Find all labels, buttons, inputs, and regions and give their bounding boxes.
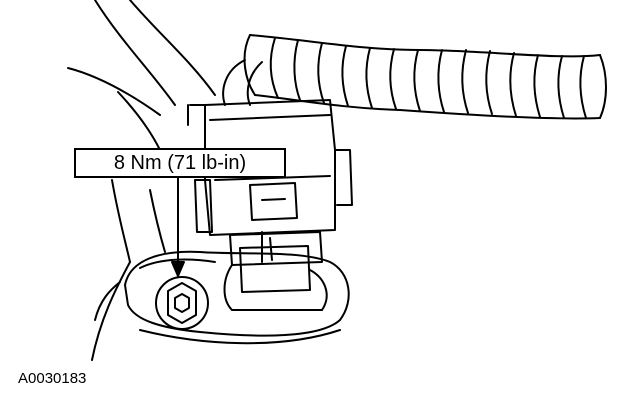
callout-leader-arrow: [171, 177, 185, 277]
mounting-bracket: [124, 250, 350, 345]
engine-structure-lines: [67, 0, 216, 361]
sensor-body: [223, 231, 328, 311]
figure-id-label: A0030183: [18, 370, 87, 387]
electrical-connector: [187, 99, 353, 236]
mounting-bolt: [155, 276, 209, 330]
torque-callout-label: 8 Nm (71 lb-in): [74, 148, 286, 178]
wiring-harness: [222, 34, 607, 120]
